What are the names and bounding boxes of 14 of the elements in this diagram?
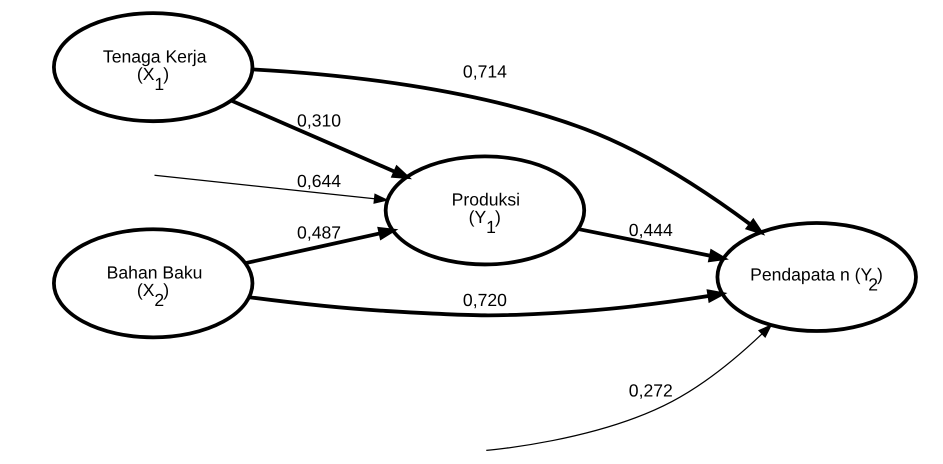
- arrow: [244, 226, 398, 265]
- arrow: [486, 324, 772, 452]
- arrow: [230, 98, 412, 180]
- arrow: [577, 227, 728, 262]
- arrow: [154, 174, 388, 204]
- arrow: [248, 289, 727, 318]
- edge-label: 0,310: [296, 110, 341, 130]
- edge-label: 0,487: [296, 222, 341, 242]
- edge-label: 0,272: [628, 380, 672, 401]
- edge-label: 0,444: [628, 220, 672, 240]
- edge-label: 0,644: [296, 170, 341, 191]
- edge-label: 0,714: [462, 61, 506, 82]
- edge-label: 0,720: [462, 290, 506, 310]
- arrow: [252, 68, 765, 236]
